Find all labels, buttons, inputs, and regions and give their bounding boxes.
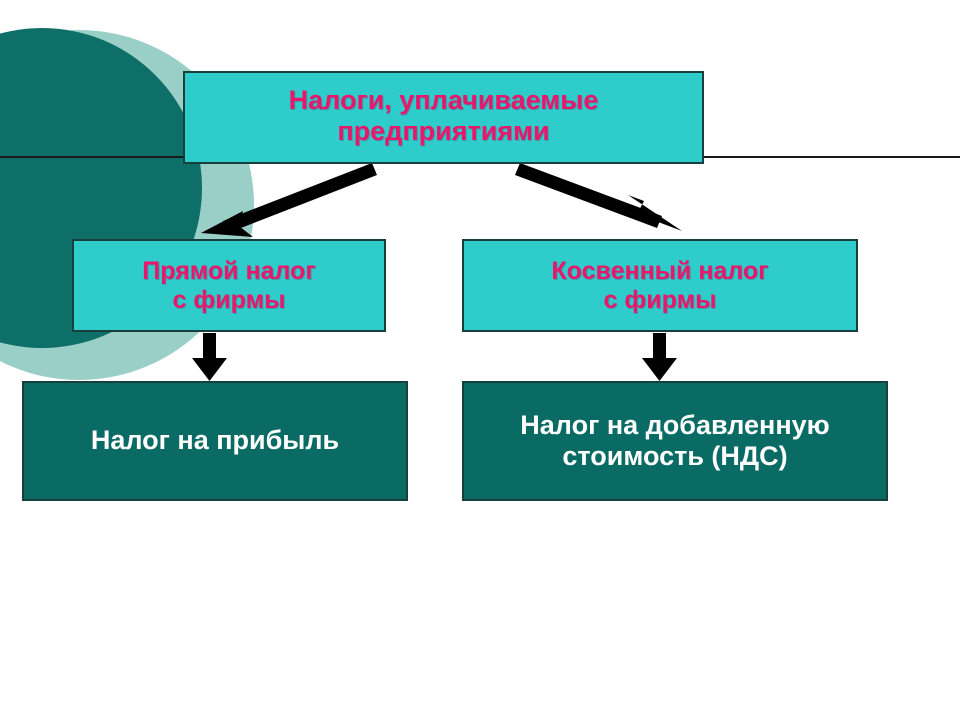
node-root-label: Налоги, уплачиваемые предприятиями	[288, 84, 599, 146]
arrow-direct-to-profit-tax	[192, 333, 227, 381]
arrow-root-to-direct	[201, 163, 377, 237]
node-vat-label: Налог на добавленную стоимость (НДС)	[520, 409, 830, 471]
node-indirect-tax-on-firm[interactable]: Косвенный налог с фирмы	[462, 239, 858, 332]
node-direct-label: Прямой налог с фирмы	[142, 256, 316, 314]
node-profit-tax[interactable]: Налог на прибыль	[22, 381, 408, 501]
node-profit-tax-label: Налог на прибыль	[90, 425, 340, 456]
node-root-taxes-paid-by-enterprises[interactable]: Налоги, уплачиваемые предприятиями	[183, 71, 704, 164]
node-value-added-tax[interactable]: Налог на добавленную стоимость (НДС)	[462, 381, 888, 501]
arrow-root-to-indirect	[515, 163, 682, 231]
node-direct-tax-on-firm[interactable]: Прямой налог с фирмы	[72, 239, 386, 332]
arrow-indirect-to-vat	[642, 333, 677, 381]
node-indirect-label: Косвенный налог с фирмы	[551, 256, 769, 314]
